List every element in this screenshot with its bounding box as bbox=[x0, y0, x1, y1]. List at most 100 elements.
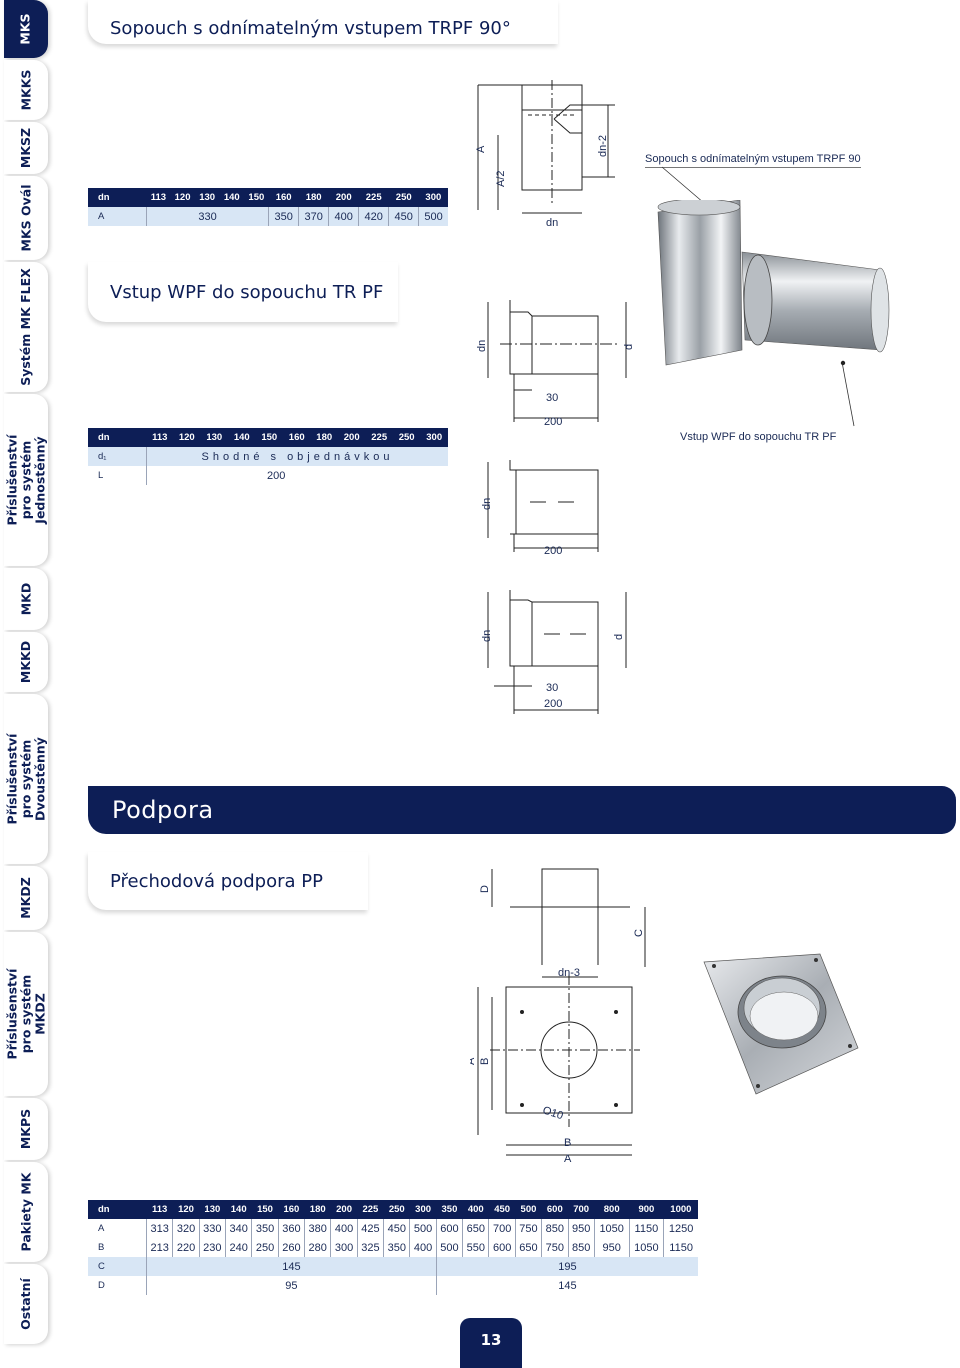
header-cell: 250 bbox=[392, 428, 421, 447]
dim-200: 200 bbox=[544, 545, 562, 557]
dim-dn-2: dn-2 bbox=[597, 135, 609, 157]
table-cell: 450 bbox=[388, 207, 419, 226]
sidebar-tab-mkdz[interactable]: MKDZ bbox=[4, 866, 48, 930]
header-cell: 160 bbox=[268, 188, 299, 207]
table-header-row: dn 113 120 130 140 150 160 180 200 225 2… bbox=[88, 1200, 698, 1219]
section3-title: Přechodová podpora PP bbox=[110, 871, 323, 892]
table-cell: 450 bbox=[383, 1219, 410, 1238]
table-cell: 220 bbox=[172, 1238, 200, 1257]
header-cell: 225 bbox=[365, 428, 393, 447]
header-cell: 225 bbox=[357, 1200, 384, 1219]
header-cell: 180 bbox=[310, 428, 338, 447]
sidebar-tab-mkps[interactable]: MKPS bbox=[4, 1098, 48, 1160]
header-cell: 130 bbox=[199, 1200, 226, 1219]
sidebar-tab-ostatni[interactable]: Ostatní bbox=[4, 1264, 48, 1344]
table-cell: 350 bbox=[251, 1219, 279, 1238]
header-cell: 150 bbox=[255, 428, 283, 447]
sidebar-tab-prislusenstvi-dvousteny[interactable]: Příslušenství pro systém Dvoustěnný bbox=[4, 694, 48, 864]
tab-label: MKDZ bbox=[17, 877, 33, 919]
sidebar-tab-mkkd[interactable]: MKKD bbox=[4, 632, 48, 692]
table-cell: 500 bbox=[418, 207, 448, 226]
header-cell: 140 bbox=[228, 428, 256, 447]
row-label: d₁ bbox=[88, 447, 147, 466]
table-cell: 425 bbox=[356, 1219, 384, 1238]
header-cell: 130 bbox=[194, 188, 220, 207]
header-cell: 160 bbox=[282, 428, 311, 447]
header-cell: 120 bbox=[170, 188, 195, 207]
header-cell: 300 bbox=[418, 188, 448, 207]
table-header-row: dn 113 120 130 140 150 160 180 200 225 2… bbox=[88, 188, 448, 207]
header-cell: 450 bbox=[488, 1200, 516, 1219]
table-cell: 370 bbox=[298, 207, 329, 226]
table-cell: 360 bbox=[277, 1219, 305, 1238]
sidebar-tab-pakiety-mk[interactable]: Pakiety MK bbox=[4, 1162, 48, 1262]
table-cell: 240 bbox=[225, 1238, 252, 1257]
tab-label: Pakiety MK bbox=[18, 1172, 33, 1252]
tab-label: MKKD bbox=[18, 640, 33, 684]
wpf-leader-line bbox=[840, 360, 855, 427]
table-cell: 320 bbox=[172, 1219, 200, 1238]
tab-label: MKD bbox=[17, 582, 33, 616]
table-cell: 313 bbox=[145, 1219, 173, 1238]
sidebar-tab-mks[interactable]: MKS bbox=[4, 0, 48, 58]
section2-table: dn 113 120 130 140 150 160 180 200 225 2… bbox=[88, 428, 448, 485]
table-cell: 1050 bbox=[628, 1238, 664, 1257]
table-cell: 350 bbox=[383, 1238, 410, 1257]
sidebar-tab-mks-oval[interactable]: MKS Ovál bbox=[4, 176, 48, 260]
dim-a: A bbox=[470, 1057, 477, 1065]
podpora-banner: Podpora bbox=[88, 786, 956, 834]
sidebar-tab-mkd[interactable]: MKD bbox=[4, 568, 48, 630]
trpf-drawing: A A/2 dn-2 dn bbox=[475, 80, 615, 229]
table-cell: 260 bbox=[277, 1238, 305, 1257]
table-cell: 950 bbox=[593, 1238, 630, 1257]
sidebar-tab-prislusenstvi-mkdz[interactable]: Příslušenství pro systém MKDZ bbox=[4, 932, 48, 1096]
header-cell: 225 bbox=[358, 188, 389, 207]
table-header-row: dn 113 120 130 140 150 160 180 200 225 2… bbox=[88, 428, 448, 447]
tab-label: Příslušenství pro systém MKDZ bbox=[4, 968, 47, 1060]
table-cell: 750 bbox=[514, 1219, 542, 1238]
dim-dn: dn bbox=[481, 630, 493, 642]
header-cell: 113 bbox=[146, 188, 171, 207]
section2-title: Vstup WPF do sopouchu TR PF bbox=[110, 282, 384, 303]
header-cell: 130 bbox=[200, 428, 229, 447]
tab-label: MKS Ovál bbox=[18, 184, 34, 252]
header-cell: 200 bbox=[337, 428, 366, 447]
tab-label: MKKS bbox=[17, 69, 33, 111]
table-row: C 145 195 bbox=[88, 1257, 698, 1276]
header-cell: dn bbox=[88, 1200, 147, 1219]
dim-30: 30 bbox=[546, 682, 558, 694]
dim-dn: dn bbox=[476, 340, 488, 352]
table-cell: 330 bbox=[198, 1219, 226, 1238]
sidebar-tab-prislusenstvi-jednostenny[interactable]: Příslušenství pro systém Jednostěnný bbox=[4, 394, 48, 566]
header-cell: 160 bbox=[278, 1200, 305, 1219]
dim-dn: dn bbox=[546, 217, 558, 229]
sidebar-tab-mksz[interactable]: MKSZ bbox=[4, 122, 48, 174]
dim-hole: O10 bbox=[541, 1104, 564, 1122]
tab-label: Systém MK FLEX bbox=[18, 268, 34, 386]
table-cell: 850 bbox=[541, 1219, 568, 1238]
pp-drawing: D C dn-3 A B O10 B A bbox=[470, 868, 646, 1165]
table-cell: 350 bbox=[268, 207, 299, 226]
header-cell: 180 bbox=[298, 188, 329, 207]
dim-a-bottom: A bbox=[564, 1153, 572, 1165]
tab-label: MKSZ bbox=[17, 127, 33, 169]
sidebar-tab-mk-flex[interactable]: Systém MK FLEX bbox=[4, 262, 48, 392]
table-row: A 330 350 370 400 420 450 500 bbox=[88, 207, 448, 226]
table-cell: 95 bbox=[146, 1276, 437, 1295]
table-cell: 500 bbox=[435, 1238, 463, 1257]
header-cell: 150 bbox=[244, 188, 269, 207]
header-cell: 150 bbox=[251, 1200, 279, 1219]
section2-title-box bbox=[88, 262, 398, 322]
table-cell: 700 bbox=[488, 1219, 516, 1238]
dim-b-bottom: B bbox=[564, 1137, 571, 1149]
table-row: D 95 145 bbox=[88, 1276, 698, 1295]
table-cell: 300 bbox=[330, 1238, 358, 1257]
tab-label: Příslušenství pro systém Jednostěnný bbox=[4, 434, 47, 526]
header-cell: 500 bbox=[515, 1200, 542, 1219]
dim-dn: dn bbox=[481, 498, 493, 510]
row-label: A bbox=[88, 207, 147, 226]
table-cell: 400 bbox=[330, 1219, 358, 1238]
wpf-callout: Vstup WPF do sopouchu TR PF bbox=[680, 431, 837, 443]
sidebar-tab-mkks[interactable]: MKKS bbox=[4, 60, 48, 120]
header-cell: 900 bbox=[629, 1200, 664, 1219]
